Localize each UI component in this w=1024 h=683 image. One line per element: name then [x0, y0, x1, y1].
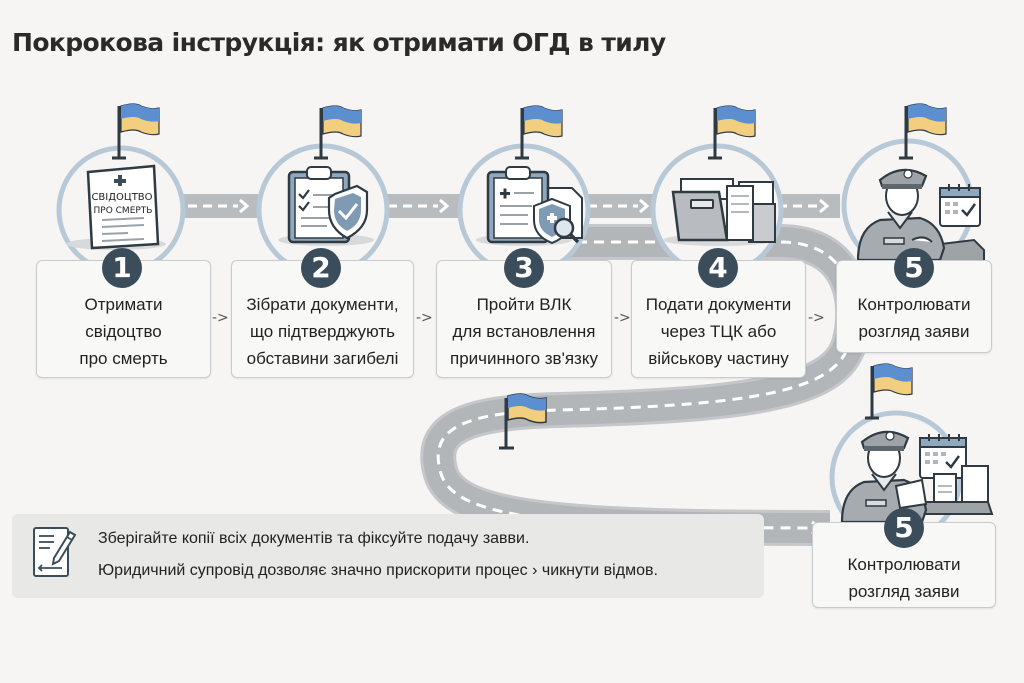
- step-2: Зібрати документи, що підтверджують обст…: [231, 100, 414, 380]
- step-4: Подати документи через ТЦК або військову…: [631, 100, 806, 380]
- clipboard-shield-icon: [256, 105, 390, 270]
- certificate-title: СВІДОЦТВО: [91, 192, 152, 203]
- step-number-badge: 1: [102, 248, 142, 288]
- step-3: Пройти ВЛК для встановлення причинного з…: [436, 100, 612, 380]
- tip-line-2: Юридичний супровід дозволяє значно приск…: [98, 562, 658, 579]
- tip-line-1: Зберігайте копії всіх документів та фікс…: [98, 530, 530, 547]
- tip-note: Зберігайте копії всіх документів та фікс…: [12, 514, 764, 598]
- step-number-badge: 5: [884, 508, 924, 548]
- step-5-duplicate: Контролювати розгляд заяви 5: [812, 362, 996, 610]
- step-1-text: про смерть: [79, 349, 168, 368]
- step-3-text: причинного зв'язку: [450, 349, 598, 368]
- certificate-subtitle: ПРО СМЕРТЬ: [94, 206, 153, 216]
- step-5-text: Контролювати: [857, 295, 971, 314]
- step-number-badge: 3: [504, 248, 544, 288]
- connector-arrow: ->: [614, 310, 631, 326]
- road-segments-top: [180, 194, 840, 218]
- step-5-text: розгляд заяви: [858, 322, 970, 341]
- step-1-text: свідоцтво: [85, 322, 162, 341]
- connector-arrow: ->: [416, 310, 433, 326]
- road-flag-icon: [499, 393, 547, 450]
- death-certificate-icon: СВІДОЦТВО ПРО СМЕРТЬ: [56, 103, 186, 270]
- step-5: Контролювати розгляд заяви 5: [836, 100, 992, 355]
- step-2-text: що підтверджують: [249, 322, 396, 341]
- step-5-duplicate-text: Контролювати: [847, 555, 961, 574]
- page-title: Покрокова інструкція: як отримати ОГД в …: [12, 28, 666, 57]
- step-number-badge: 4: [698, 248, 738, 288]
- step-3-text: Пройти ВЛК: [476, 295, 572, 314]
- officer-calendar-icon: [841, 103, 985, 270]
- step-number-badge: 2: [301, 248, 341, 288]
- step-1: СВІДОЦТВО ПРО СМЕРТЬ Отримати свідоцтво …: [36, 100, 211, 380]
- connector-arrow: ->: [212, 310, 229, 326]
- connector-arrow: ->: [808, 310, 825, 326]
- step-number-badge: 5: [894, 248, 934, 288]
- step-4-text: через ТЦК або: [660, 322, 777, 341]
- step-3-text: для встановлення: [452, 322, 596, 341]
- step-2-text: Зібрати документи,: [246, 295, 399, 314]
- folder-documents-icon: [650, 105, 784, 270]
- medical-clipboard-search-icon: [457, 105, 591, 270]
- step-1-text: Отримати: [84, 295, 163, 314]
- officer-documents-icon: [829, 363, 994, 532]
- step-2-text: обставини загибелі: [246, 349, 399, 368]
- edit-document-icon: [33, 527, 77, 577]
- step-3-card: Пройти ВЛК для встановлення причинного з…: [436, 260, 612, 378]
- step-4-text: Подати документи: [645, 295, 792, 314]
- step-5-duplicate-text: розгляд заяви: [848, 582, 960, 601]
- step-4-text: військову частину: [648, 349, 789, 368]
